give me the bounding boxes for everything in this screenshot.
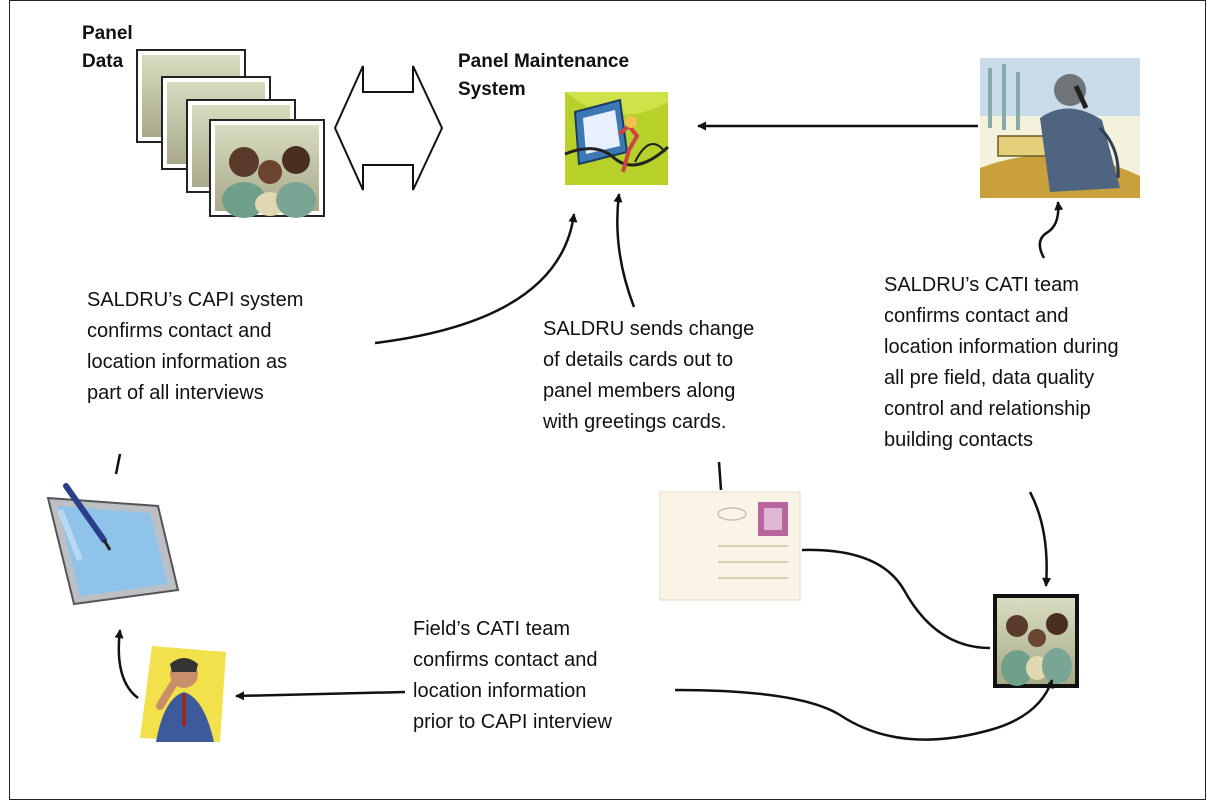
cards-text-line-3: panel members along <box>543 380 736 402</box>
pms-line-2: System <box>458 79 526 100</box>
field-cati-text-line-3: location information <box>413 680 587 702</box>
capi-text-line-3: location information as <box>87 351 288 373</box>
computer-clipart-icon <box>564 92 670 185</box>
connector-field-cati-to-caller <box>235 690 406 701</box>
saldru-cati-text: SALDRU’s CATI team confirms contact and … <box>884 270 1119 456</box>
field-cati-text-line-4: prior to CAPI interview <box>413 711 612 733</box>
saldru-cati-text-line-3: location information during <box>884 336 1119 358</box>
connector-cards-stub <box>717 461 723 491</box>
pms-line-1: Panel Maintenance <box>458 51 630 72</box>
connector-cards-to-pms <box>613 193 636 308</box>
phone-caller-clipart-icon <box>980 58 1140 198</box>
photo-stack-icon <box>136 49 325 218</box>
capi-text-line-4: part of all interviews <box>87 382 264 404</box>
connector-saldru-cati-to-family <box>1028 491 1052 587</box>
field-cati-text: Field’s CATI team confirms contact and l… <box>413 614 612 738</box>
panel-data-line-1: Panel <box>82 23 133 44</box>
cards-text-line-2: of details cards out to <box>543 349 734 371</box>
cards-text-line-1: SALDRU sends change <box>543 318 755 340</box>
connector-postcard-to-family <box>801 548 991 650</box>
field-caller-clipart-icon <box>140 646 226 742</box>
panel-data-line-2: Data <box>82 51 124 72</box>
pms-label: Panel Maintenance System <box>458 48 629 104</box>
cards-text: SALDRU sends change of details cards out… <box>543 314 754 438</box>
tablet-pen-icon <box>46 483 180 606</box>
family-photo-icon <box>993 594 1079 688</box>
saldru-cati-text-line-4: all pre field, data quality <box>884 367 1095 389</box>
capi-text-line-1: SALDRU’s CAPI system <box>87 289 304 311</box>
postcard-icon <box>659 491 801 601</box>
cards-text-line-4: with greetings cards. <box>543 411 727 433</box>
connector-caller-to-tablet <box>114 629 139 699</box>
field-cati-text-line-2: confirms contact and <box>413 649 598 671</box>
panel-data-label: Panel Data <box>82 20 133 76</box>
double-arrow-icon <box>333 65 444 191</box>
connector-capi-stub <box>114 453 122 475</box>
connector-capi-to-pms <box>374 213 578 345</box>
saldru-cati-text-line-2: confirms contact and <box>884 305 1069 327</box>
capi-text: SALDRU’s CAPI system confirms contact an… <box>87 285 303 409</box>
capi-text-line-2: confirms contact and <box>87 320 272 342</box>
field-cati-text-line-1: Field’s CATI team <box>413 618 571 640</box>
saldru-cati-text-line-1: SALDRU’s CATI team <box>884 274 1079 296</box>
connector-field-cati-to-family <box>674 679 1054 741</box>
saldru-cati-text-line-6: building contacts <box>884 429 1033 451</box>
saldru-cati-text-line-5: control and relationship <box>884 398 1091 420</box>
connector-saldru-cati-to-phone <box>1038 201 1064 259</box>
